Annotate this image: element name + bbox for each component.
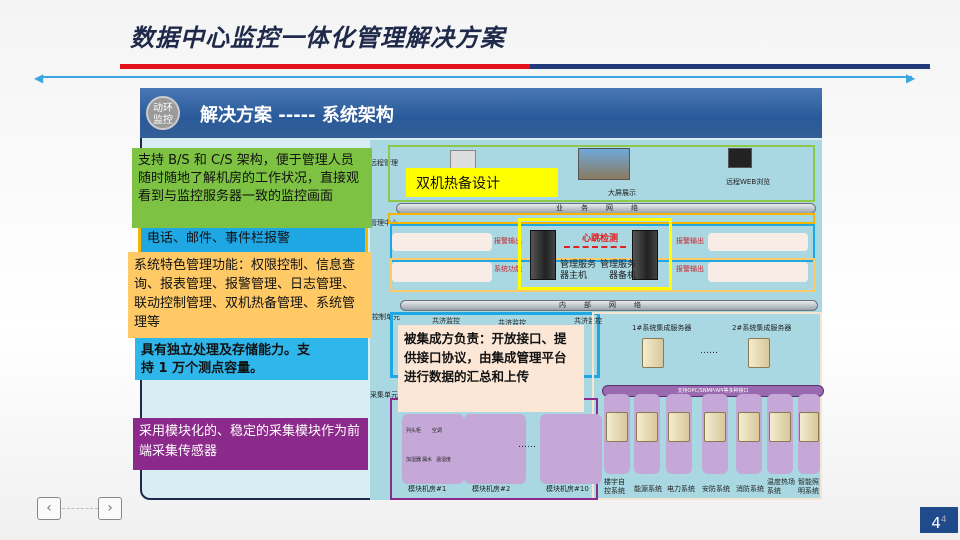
laptop-icon bbox=[728, 148, 752, 168]
subsystem-server-icon bbox=[799, 412, 819, 442]
device-label: 空调 bbox=[432, 428, 443, 434]
panel-header bbox=[140, 88, 822, 138]
subsystem-server-icon bbox=[606, 412, 628, 442]
internal-network-bar: 内部网络 bbox=[400, 300, 818, 311]
prev-slide-button[interactable]: ‹ bbox=[37, 497, 61, 520]
capacity-callout: 具有独立处理及存储能力。支持 1 万个测点容量。 bbox=[135, 338, 368, 380]
subsystem-server-icon bbox=[738, 412, 760, 442]
title-rule-blue bbox=[530, 64, 930, 69]
subsystem-label: 安防系统 bbox=[702, 485, 730, 493]
web-browse-label: 远程WEB浏览 bbox=[726, 178, 771, 186]
mgmt-frame-light-orange bbox=[390, 258, 815, 292]
ellipsis: …… bbox=[518, 440, 536, 450]
hot-standby-label: 双机热备设计 bbox=[416, 176, 500, 192]
device-label: 漏水 bbox=[422, 457, 433, 463]
device-label: 温湿度 bbox=[436, 457, 452, 463]
hot-standby-label-bg bbox=[406, 168, 558, 197]
badge-logo: 动环监控 bbox=[146, 96, 180, 130]
mgmt-frame-orange bbox=[388, 213, 815, 224]
module-room-bg bbox=[540, 414, 602, 484]
badge-text-2: 监控 bbox=[153, 115, 173, 126]
backup-server-icon bbox=[632, 230, 658, 280]
subsystem-server-icon bbox=[769, 412, 791, 442]
function-icons-right bbox=[708, 262, 808, 282]
subsystem-label: 消防系统 bbox=[736, 485, 764, 493]
divider-arrow bbox=[40, 76, 912, 78]
subsystem-label: 温度热场系统 bbox=[767, 478, 795, 495]
main-server-label: 管理服务器主机 bbox=[560, 260, 597, 281]
arrow-right-icon: ▶ bbox=[906, 71, 916, 85]
alarm-output-label: 报警输出 bbox=[676, 265, 704, 273]
alarm-callout: 电话、邮件、事件栏报警 bbox=[138, 226, 368, 252]
badge-text-1: 动环 bbox=[153, 103, 173, 114]
alarm-devices-right bbox=[708, 233, 808, 251]
chevron-left-icon: ‹ bbox=[46, 500, 52, 516]
modular-callout: 采用模块化的、稳定的采集模块作为前端采集传感器 bbox=[133, 418, 368, 470]
device-label: 加湿器 bbox=[406, 457, 422, 463]
subsystem-label: 电力系统 bbox=[667, 485, 695, 493]
next-slide-button[interactable]: › bbox=[98, 497, 122, 520]
layer-label: 采集单元 bbox=[370, 391, 398, 399]
integration-server-icon bbox=[748, 338, 770, 368]
subsystem-label: 能源系统 bbox=[634, 485, 662, 493]
integration-server-label: 1#系统集成服务器 bbox=[632, 324, 692, 332]
function-icons-left bbox=[392, 262, 492, 282]
module-room-label: 模块机房#2 bbox=[472, 485, 511, 493]
ellipsis: …… bbox=[700, 346, 718, 356]
remote-mgmt-frame bbox=[388, 145, 815, 202]
integration-server-icon bbox=[642, 338, 664, 368]
page-number-text: 4 bbox=[931, 514, 941, 532]
alarm-devices-left bbox=[392, 233, 492, 251]
heartbeat-line bbox=[564, 246, 626, 248]
monitor-unit-label: 共济监控 bbox=[432, 317, 460, 325]
subsystem-server-icon bbox=[704, 412, 726, 442]
big-screen-label: 大屏展示 bbox=[608, 189, 636, 197]
video-wall-icon bbox=[578, 148, 630, 180]
capacity-line-1: 具有独立处理及存储能力。支 bbox=[141, 343, 311, 358]
module-room-label: 模块机房#1 bbox=[408, 485, 447, 493]
mgmt-frame-blue bbox=[390, 224, 815, 262]
backup-server-label: 管理服务器备机 bbox=[599, 260, 636, 281]
page-number: 44 bbox=[920, 507, 958, 533]
monitor-unit-label: 共济监控 bbox=[498, 319, 526, 327]
heartbeat-label: 心跳检测 bbox=[582, 234, 619, 244]
monitor-unit-label: 共济监控 bbox=[574, 317, 602, 325]
module-room-label: 模块机房#10 bbox=[546, 485, 589, 493]
hot-standby-frame bbox=[518, 218, 672, 290]
integration-frame bbox=[592, 312, 822, 500]
capacity-line-2: 持 1 万个测点容量。 bbox=[141, 361, 264, 376]
subsystem-server-icon bbox=[636, 412, 658, 442]
layer-label: 管理中心 bbox=[370, 219, 398, 227]
integration-server-label: 2#系统集成服务器 bbox=[732, 324, 792, 332]
module-room-bg bbox=[464, 414, 526, 484]
integration-callout: 被集成方负责：开放接口、提供接口协议，由集成管理平台进行数据的汇总和上传 bbox=[398, 325, 584, 412]
subsystem-server-icon bbox=[668, 412, 690, 442]
main-server-icon bbox=[530, 230, 556, 280]
chevron-right-icon: › bbox=[107, 500, 113, 516]
alarm-output-label: 报警输出 bbox=[494, 237, 522, 245]
page-number-superscript: 4 bbox=[940, 515, 947, 525]
bs-cs-callout: 支持 B/S 和 C/S 架构，便于管理人员随时随地了解机房的工作状况，直接观看… bbox=[132, 148, 372, 228]
title-rule-red bbox=[120, 64, 530, 69]
arrow-left-icon: ◀ bbox=[34, 71, 44, 85]
module-room-bg bbox=[402, 414, 464, 484]
layer-label: 控制单元 bbox=[372, 313, 400, 321]
system-function-label: 系统功能 bbox=[494, 265, 522, 273]
features-callout: 系统特色管理功能：权限控制、信息查询、报表管理、报警管理、日志管理、联动控制管理… bbox=[128, 252, 372, 338]
alarm-output-label: 报警输出 bbox=[676, 237, 704, 245]
architecture-diagram: 远程管理 管理中心 控制单元 采集单元 双机热备设计 大屏展示 远程WEB浏览 … bbox=[370, 140, 824, 500]
subsystem-label: 楼宇自控系统 bbox=[604, 478, 625, 495]
nav-connector bbox=[62, 508, 98, 509]
subsystem-label: 智能照明系统 bbox=[798, 478, 819, 495]
slide-title: 数据中心监控一体化管理解决方案 bbox=[130, 24, 505, 52]
device-label: 列头柜 bbox=[406, 428, 422, 434]
layer-label: 远程管理 bbox=[370, 159, 398, 167]
panel-title: 解决方案 ----- 系统架构 bbox=[200, 105, 394, 126]
